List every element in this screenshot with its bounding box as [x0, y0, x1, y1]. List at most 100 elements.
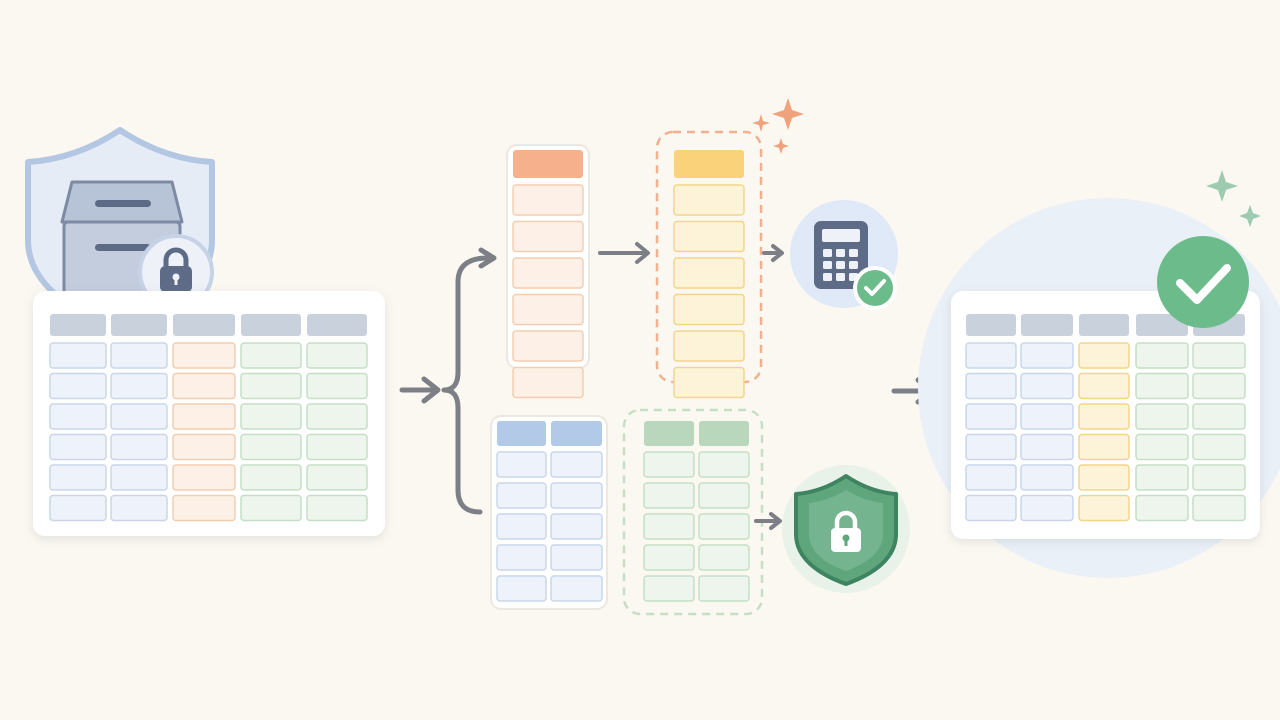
table-cell [1192, 403, 1246, 430]
table-cell [512, 184, 584, 216]
calculator-key [849, 249, 858, 257]
table-header-cell [1079, 314, 1129, 336]
table-cell [673, 293, 745, 326]
check-badge-icon [1157, 236, 1249, 328]
table-cell [643, 451, 695, 478]
table-cell [49, 433, 107, 461]
calculator-key [823, 273, 832, 281]
table-cell [496, 482, 547, 509]
orange-column-group [506, 144, 590, 399]
table-cell [965, 342, 1017, 369]
table-cell [496, 513, 547, 540]
result-table-cells [965, 314, 1246, 522]
table-cell [698, 482, 750, 509]
lock-icon [138, 234, 214, 310]
table-cell [110, 372, 168, 400]
arrow-right-icon [762, 244, 784, 262]
orange-column-cells [512, 150, 584, 399]
table-cell [512, 293, 584, 326]
table-cell [110, 433, 168, 461]
table-cell [1192, 433, 1246, 461]
arrow-right-icon [754, 512, 782, 530]
table-cell [240, 342, 302, 369]
green-columns-dashed-frame [622, 408, 764, 616]
table-cell [512, 220, 584, 253]
table-cell [240, 494, 302, 522]
calculator-key [836, 249, 845, 257]
table-cell [49, 403, 107, 430]
table-header-cell [513, 150, 583, 178]
table-cell [172, 342, 236, 369]
table-cell [496, 544, 547, 571]
table-cell [306, 433, 368, 461]
table-cell [643, 575, 695, 602]
table-cell [965, 464, 1017, 491]
table-cell [240, 403, 302, 430]
table-cell [172, 494, 236, 522]
table-cell [306, 494, 368, 522]
source-table [33, 291, 385, 536]
table-header-cell [173, 314, 235, 336]
table-cell [306, 403, 368, 430]
arrow-right-icon [399, 376, 441, 404]
table-cell [512, 330, 584, 362]
table-cell [1078, 403, 1130, 430]
table-cell [673, 257, 745, 289]
table-cell [49, 464, 107, 491]
table-cell [698, 544, 750, 571]
table-cell [965, 433, 1017, 461]
table-cell [306, 464, 368, 491]
table-cell [643, 544, 695, 571]
calculator-icon [814, 221, 868, 289]
table-cell [1192, 372, 1246, 400]
result-table [951, 291, 1260, 539]
calculator-key [823, 261, 832, 269]
table-cell [172, 372, 236, 400]
table-cell [1020, 433, 1074, 461]
table-cell [965, 494, 1017, 522]
lock-icon [831, 510, 861, 552]
shield-lock-group [782, 465, 910, 593]
table-cell [49, 372, 107, 400]
table-cell [110, 342, 168, 369]
table-cell [306, 372, 368, 400]
table-header-cell [644, 421, 694, 446]
table-header-cell [674, 150, 744, 178]
table-cell [1192, 342, 1246, 369]
table-cell [110, 464, 168, 491]
table-cell [698, 513, 750, 540]
table-cell [550, 513, 603, 540]
table-cell [550, 544, 603, 571]
table-cell [306, 342, 368, 369]
table-cell [965, 372, 1017, 400]
table-header-cell [551, 421, 602, 446]
table-header-cell [111, 314, 167, 336]
table-cell [643, 513, 695, 540]
table-cell [1135, 372, 1189, 400]
yellow-column-dashed-frame [655, 130, 763, 384]
table-cell [240, 372, 302, 400]
table-cell [110, 403, 168, 430]
table-cell [673, 330, 745, 362]
green-columns-cells [643, 421, 750, 602]
table-cell [172, 464, 236, 491]
sparkle-icon [1206, 170, 1261, 227]
table-header-cell [966, 314, 1016, 336]
table-cell [1078, 372, 1130, 400]
table-header-cell [1136, 314, 1188, 336]
table-cell [172, 433, 236, 461]
yellow-column-group [655, 130, 763, 399]
table-cell [1020, 372, 1074, 400]
table-header-cell [1021, 314, 1073, 336]
table-cell [512, 257, 584, 289]
table-cell [1135, 464, 1189, 491]
source-table-cells [49, 314, 368, 522]
table-cell [172, 403, 236, 430]
table-cell [1135, 342, 1189, 369]
table-header-cell [497, 421, 546, 446]
table-cell [965, 403, 1017, 430]
calculator-key [849, 261, 858, 269]
table-cell [496, 451, 547, 478]
table-cell [1020, 342, 1074, 369]
